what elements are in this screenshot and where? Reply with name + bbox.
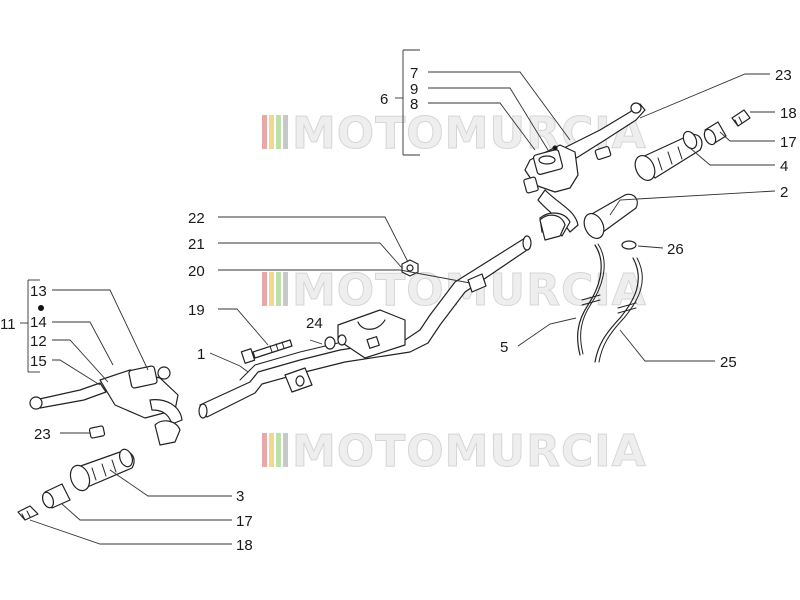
callout-5: 5 bbox=[500, 339, 508, 356]
callout-dot bbox=[38, 305, 44, 311]
callout-24: 24 bbox=[306, 315, 323, 332]
screw-18-right bbox=[731, 109, 751, 127]
callout-3: 3 bbox=[236, 488, 244, 505]
callout-20: 20 bbox=[188, 263, 205, 280]
right-grip-2 bbox=[583, 193, 638, 239]
callout-6: 6 bbox=[380, 91, 388, 108]
callout-17-left: 17 bbox=[236, 513, 253, 530]
right-grip-4 bbox=[634, 130, 703, 181]
callout-23-right: 23 bbox=[775, 67, 792, 84]
small-screw-23-left bbox=[88, 425, 106, 439]
washer-24 bbox=[324, 334, 347, 350]
callout-dot bbox=[553, 146, 557, 150]
screw-18-left bbox=[17, 505, 39, 521]
callout-2: 2 bbox=[780, 184, 788, 201]
callout-23-left: 23 bbox=[34, 426, 51, 443]
callout-17-right: 17 bbox=[780, 134, 797, 151]
right-clamp bbox=[539, 214, 566, 241]
ring-26 bbox=[621, 240, 637, 250]
callout-22: 22 bbox=[188, 210, 205, 227]
callout-26: 26 bbox=[667, 241, 684, 258]
callout-9: 9 bbox=[410, 81, 418, 98]
callout-25: 25 bbox=[720, 354, 737, 371]
callout-11: 11 bbox=[0, 316, 16, 333]
bolt-19 bbox=[240, 339, 293, 364]
watermark-bottom: MOTOMURCIA bbox=[262, 426, 647, 478]
callout-19: 19 bbox=[188, 302, 205, 319]
callout-18-left: 18 bbox=[236, 537, 253, 554]
callout-4: 4 bbox=[780, 158, 788, 175]
callout-7: 7 bbox=[410, 65, 418, 82]
callout-1: 1 bbox=[197, 346, 205, 363]
nut-22 bbox=[401, 259, 419, 277]
callout-8: 8 bbox=[410, 96, 418, 113]
watermark-text: MOTOMURCIA bbox=[292, 426, 647, 477]
left-clamp bbox=[154, 420, 181, 446]
left-lever bbox=[29, 365, 183, 425]
callout-21: 21 bbox=[188, 236, 205, 253]
center-clamp bbox=[337, 309, 406, 359]
small-screw-23-right bbox=[594, 146, 612, 160]
cable-25 bbox=[594, 257, 643, 363]
callout-15: 15 bbox=[30, 353, 47, 370]
end-cap-17-right bbox=[703, 121, 727, 146]
leader-lines bbox=[20, 49, 776, 545]
watermark-text: MOTOMURCIA bbox=[292, 108, 647, 159]
callout-13: 13 bbox=[30, 283, 47, 300]
left-grip-3 bbox=[69, 448, 135, 492]
callout-12: 12 bbox=[30, 333, 47, 350]
end-cap-17-left bbox=[41, 483, 71, 509]
callout-18-right: 18 bbox=[780, 105, 797, 122]
callout-labels: 1 2 3 4 5 6 7 8 9 11 12 13 14 15 17 17 1… bbox=[0, 65, 797, 554]
watermark-top: MOTOMURCIA bbox=[262, 108, 647, 160]
cable-5 bbox=[577, 243, 605, 356]
stud-20 bbox=[467, 273, 487, 293]
callout-14: 14 bbox=[30, 314, 47, 331]
handlebar-tube bbox=[198, 235, 532, 419]
